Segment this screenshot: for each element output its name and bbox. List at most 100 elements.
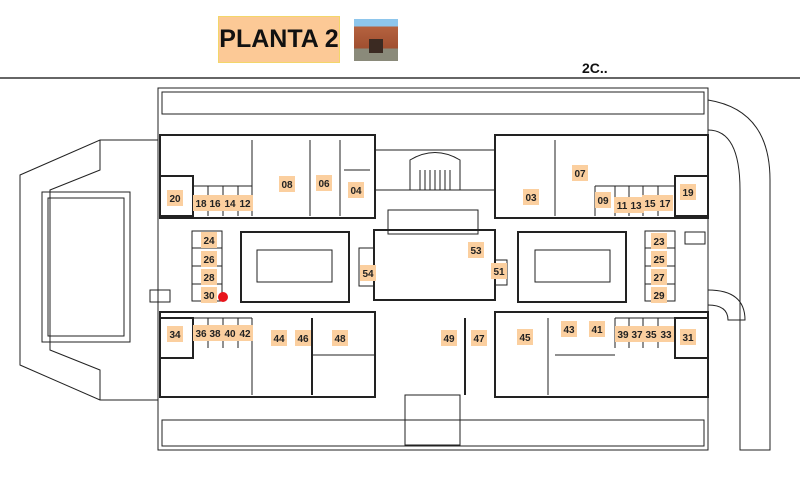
room-label[interactable]: 28 <box>201 269 217 285</box>
room-number: 16 <box>209 199 221 210</box>
room-label-bg <box>348 182 364 198</box>
room-label[interactable]: 45 <box>517 329 533 345</box>
room-label[interactable]: 44 <box>271 330 287 346</box>
room-label-bg <box>651 269 667 285</box>
room-label-bg <box>561 321 577 337</box>
room-label-bg <box>279 176 295 192</box>
room-label[interactable]: 49 <box>441 330 457 346</box>
room-label-bg <box>316 175 332 191</box>
room-label[interactable]: 40 <box>222 325 238 341</box>
room-label[interactable]: 14 <box>222 195 238 211</box>
room-number: 27 <box>653 273 665 284</box>
room-label[interactable]: 24 <box>201 232 217 248</box>
room-label[interactable]: 47 <box>471 330 487 346</box>
room-label[interactable]: 39 <box>615 326 631 342</box>
room-number: 25 <box>653 255 665 266</box>
room-label[interactable]: 34 <box>167 326 183 342</box>
room-label-bg <box>201 251 217 267</box>
room-label-bg <box>517 329 533 345</box>
room-label[interactable]: 54 <box>360 265 376 281</box>
room-number: 36 <box>195 329 207 340</box>
room-label-bg <box>651 233 667 249</box>
room-label[interactable]: 15 <box>642 195 658 211</box>
room-label[interactable]: 51 <box>491 263 507 279</box>
room-label[interactable]: 13 <box>628 197 644 213</box>
room-label[interactable]: 18 <box>193 195 209 211</box>
room-label-bg <box>614 197 630 213</box>
room-label-bg <box>441 330 457 346</box>
room-label-bg <box>651 287 667 303</box>
room-label[interactable]: 53 <box>468 242 484 258</box>
room-label[interactable]: 35 <box>643 326 659 342</box>
room-label-bg <box>237 195 253 211</box>
room-number: 34 <box>169 330 181 341</box>
room-label[interactable]: 03 <box>523 189 539 205</box>
room-number: 19 <box>682 188 694 199</box>
room-number: 06 <box>318 179 330 190</box>
room-number: 14 <box>224 199 236 210</box>
floor-title: PLANTA 2 <box>218 16 340 63</box>
room-label[interactable]: 25 <box>651 251 667 267</box>
room-label-bg <box>651 251 667 267</box>
room-label[interactable]: 33 <box>658 326 674 342</box>
room-label-bg <box>658 326 674 342</box>
room-label[interactable]: 17 <box>657 195 673 211</box>
room-label[interactable]: 36 <box>193 325 209 341</box>
room-label-bg <box>295 330 311 346</box>
room-label[interactable]: 43 <box>561 321 577 337</box>
room-number: 08 <box>281 180 293 191</box>
room-label-bg <box>468 242 484 258</box>
room-label-bg <box>628 197 644 213</box>
room-label[interactable]: 26 <box>201 251 217 267</box>
room-number: 18 <box>195 199 207 210</box>
room-label[interactable]: 11 <box>614 197 630 213</box>
room-label[interactable]: 42 <box>237 325 253 341</box>
room-number: 11 <box>617 201 628 212</box>
room-label[interactable]: 07 <box>572 165 588 181</box>
room-label[interactable]: 46 <box>295 330 311 346</box>
room-label[interactable]: 04 <box>348 182 364 198</box>
room-label[interactable]: 31 <box>680 329 696 345</box>
room-number: 03 <box>525 193 537 204</box>
room-label[interactable]: 37 <box>629 326 645 342</box>
room-label[interactable]: 30 <box>201 287 217 303</box>
room-label-bg <box>680 329 696 345</box>
room-number: 24 <box>203 236 215 247</box>
room-label[interactable]: 09 <box>595 192 611 208</box>
room-label[interactable]: 29 <box>651 287 667 303</box>
room-number: 35 <box>645 330 657 341</box>
room-number: 44 <box>273 334 285 345</box>
room-number: 33 <box>660 330 672 341</box>
room-number: 30 <box>203 291 215 302</box>
room-number: 47 <box>473 334 485 345</box>
room-label[interactable]: 19 <box>680 184 696 200</box>
room-number: 17 <box>659 199 671 210</box>
room-label-bg <box>193 325 209 341</box>
room-label[interactable]: 27 <box>651 269 667 285</box>
room-label-bg <box>207 325 223 341</box>
room-number: 51 <box>493 267 505 278</box>
room-number: 13 <box>630 201 642 212</box>
room-label-bg <box>332 330 348 346</box>
room-number: 04 <box>350 186 362 197</box>
room-label[interactable]: 38 <box>207 325 223 341</box>
room-label[interactable]: 08 <box>279 176 295 192</box>
room-label-bg <box>201 269 217 285</box>
room-label[interactable]: 23 <box>651 233 667 249</box>
room-label[interactable]: 20 <box>167 190 183 206</box>
room-number: 48 <box>334 334 346 345</box>
room-label[interactable]: 06 <box>316 175 332 191</box>
staircase <box>419 170 451 190</box>
room-number: 43 <box>563 325 575 336</box>
room-label[interactable]: 12 <box>237 195 253 211</box>
room-label-bg <box>629 326 645 342</box>
room-label[interactable]: 48 <box>332 330 348 346</box>
room-number: 28 <box>203 273 215 284</box>
room-number: 23 <box>653 237 665 248</box>
room-label-bg <box>657 195 673 211</box>
building-photo <box>354 19 398 61</box>
room-label[interactable]: 16 <box>207 195 223 211</box>
room-label-bg <box>615 326 631 342</box>
room-label[interactable]: 41 <box>589 321 605 337</box>
room-label-bg <box>222 325 238 341</box>
